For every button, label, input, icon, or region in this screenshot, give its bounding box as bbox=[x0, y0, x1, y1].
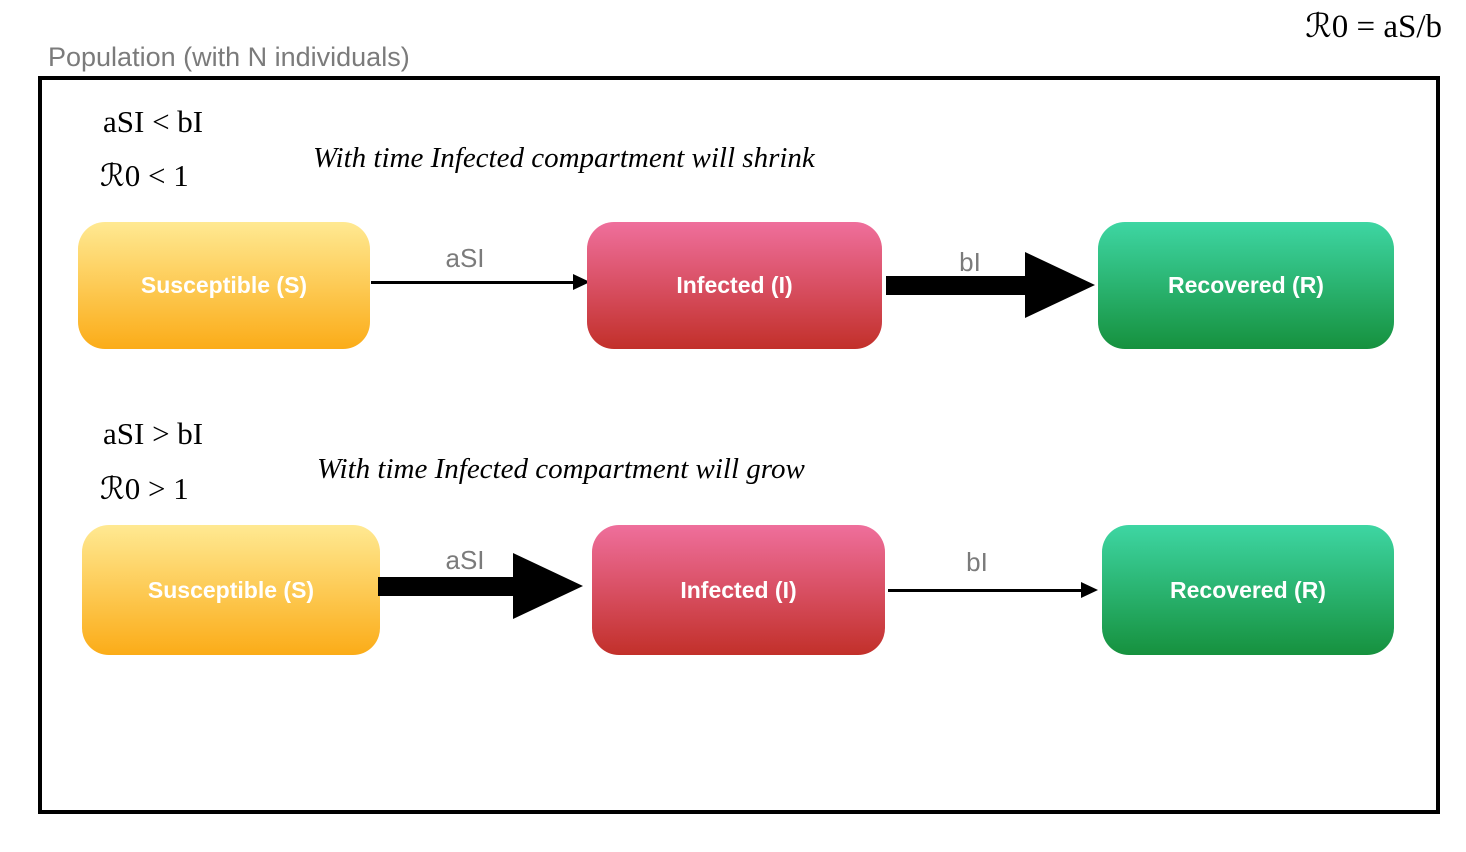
s-to-i-rate-label: aSI bbox=[445, 545, 485, 575]
condition-text: aSI < bI bbox=[103, 104, 204, 139]
r0-formula: ℛ0 = aS/b bbox=[1305, 9, 1442, 45]
scenario-annotation: With time Infected compartment will grow bbox=[317, 453, 805, 485]
infected-compartment: Infected (I) bbox=[592, 525, 885, 655]
susceptible-label: Susceptible (S) bbox=[147, 576, 315, 603]
population-box: aSI < bI ℛ0 < 1 With time Infected compa… bbox=[38, 76, 1440, 814]
s-to-i-arrow-thin bbox=[371, 273, 590, 291]
i-to-r-arrow-thin bbox=[888, 581, 1098, 599]
s-to-i-rate-label: aSI bbox=[445, 243, 485, 273]
arrow-head-icon bbox=[1081, 582, 1098, 598]
susceptible-compartment: Susceptible (S) bbox=[78, 222, 370, 349]
susceptible-label: Susceptible (S) bbox=[140, 272, 308, 298]
population-label: Population (with N individuals) bbox=[48, 42, 410, 72]
arrow-shaft bbox=[888, 588, 1081, 592]
recovered-label: Recovered (R) bbox=[1170, 576, 1326, 603]
i-to-r-arrow-thick bbox=[886, 252, 1095, 318]
arrow-head-icon bbox=[513, 553, 583, 619]
infected-label: Infected (I) bbox=[680, 576, 797, 603]
arrow-head-icon bbox=[1025, 252, 1095, 318]
arrow-shaft bbox=[886, 275, 1025, 295]
i-to-r-rate-label: bI bbox=[966, 547, 988, 577]
infected-compartment: Infected (I) bbox=[587, 222, 882, 349]
scenario-annotation: With time Infected compartment will shri… bbox=[313, 142, 815, 174]
recovered-label: Recovered (R) bbox=[1168, 272, 1324, 298]
susceptible-compartment: Susceptible (S) bbox=[82, 525, 380, 655]
s-to-i-arrow-thick bbox=[378, 553, 583, 619]
recovered-compartment: Recovered (R) bbox=[1098, 222, 1394, 349]
recovered-compartment: Recovered (R) bbox=[1102, 525, 1394, 655]
arrow-shaft bbox=[378, 576, 513, 596]
condition-text: aSI > bI bbox=[103, 416, 204, 451]
r0-condition-text: ℛ0 > 1 bbox=[100, 471, 189, 506]
arrow-shaft bbox=[371, 280, 573, 284]
arrow-head-icon bbox=[573, 274, 590, 290]
r0-condition-text: ℛ0 < 1 bbox=[100, 158, 189, 193]
i-to-r-rate-label: bI bbox=[959, 247, 981, 277]
infected-label: Infected (I) bbox=[676, 272, 793, 298]
